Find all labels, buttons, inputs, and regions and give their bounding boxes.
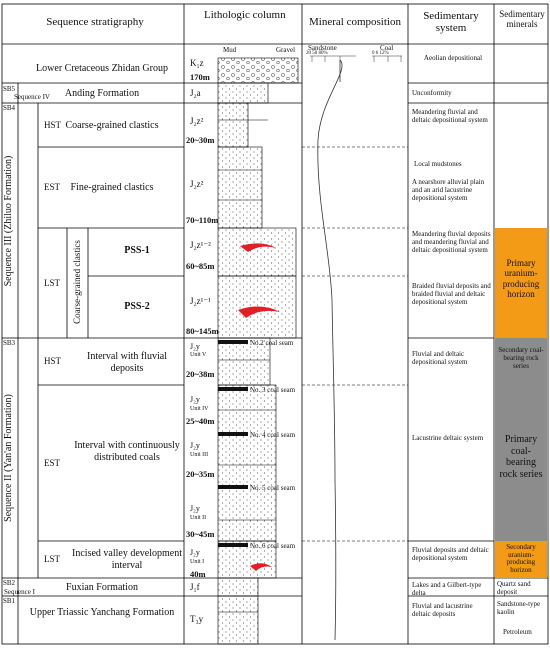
sed-coarse: Meandering fluvial and deltaic depositio…: [412, 108, 488, 125]
code-u2: J₂y: [190, 504, 200, 513]
code-coarse: J₂z²: [190, 116, 204, 126]
primary-uranium-box: [495, 228, 547, 338]
sed-anding: Unconformity: [412, 89, 452, 97]
sequence-iii: Sequence III (Zhiluo Formation): [3, 155, 14, 287]
st-est-2: EST: [44, 458, 61, 468]
min-primary-u: Primary uranium-producing horizon: [502, 258, 540, 300]
st-lst-2: LST: [44, 554, 61, 564]
coal-seam-3: No. 3 coal seam: [250, 386, 296, 394]
unit-fine-est: Fine-grained clastics: [70, 182, 154, 193]
unit-fluvial-hst: Interval with fluvial deposits: [87, 351, 167, 374]
thick-u3: 20~35m: [186, 469, 215, 479]
code-u1: J₂y: [190, 548, 200, 557]
code-u1b: Unit I: [190, 559, 205, 565]
unit-coarse-hst: Coarse-grained clastics: [65, 120, 159, 131]
thick-coarse: 20~30m: [186, 135, 215, 145]
min-secondary-coal: Secondary coal-bearing rock series: [498, 346, 544, 371]
sed-yanchang: Fluvial and lacustrine deltaic deposits: [412, 602, 473, 619]
sb2-label: SB2: [3, 579, 16, 587]
code-u3b: Unit III: [190, 452, 209, 458]
sed-pss2: Braided fluvial deposits and braided flu…: [412, 282, 491, 307]
header-sed-minerals: Sedimentary minerals: [499, 10, 545, 29]
thick-zhidan: 170m: [190, 72, 210, 82]
header-sequence: Sequence stratigraphy: [46, 16, 144, 28]
unit-coal-est: Interval with continuously distributed c…: [74, 440, 180, 463]
thick-fine: 70~110m: [186, 215, 219, 225]
code-pss2: J₂z¹⁻¹: [190, 296, 211, 306]
thick-u1: 40m: [190, 569, 206, 579]
primary-coal-box: [495, 385, 547, 541]
unit-anding: Anding Formation: [64, 88, 140, 99]
coarse-clastics-vertical: Coarse-grained clastics: [72, 240, 82, 324]
sb3-label: SB3: [3, 339, 16, 347]
sed-fine: A nearshore alluvial plain and an arid l…: [412, 178, 485, 203]
thick-pss2: 80~145m: [186, 326, 219, 336]
code-fine: J₂z²: [190, 179, 204, 189]
unit-zhidan: Lower Cretaceous Zhidan Group: [36, 63, 168, 74]
min-quartz: Quartz sand deposit: [497, 580, 531, 597]
code-u5b: Unit V: [190, 352, 207, 358]
min-petroleum: Petroleum: [503, 628, 532, 636]
min-kaolin: Sandstone-type kaolin: [497, 600, 541, 617]
header-mineral: Mineral composition: [309, 16, 401, 28]
sequence-i: Sequence I: [4, 588, 35, 596]
sb5-label: SB5: [3, 85, 16, 93]
sed-coal: Lacustrine deltaic system: [412, 434, 484, 442]
st-hst-1: HST: [44, 120, 62, 130]
thick-u5: 20~38m: [186, 369, 215, 379]
thick-pss1: 60~85m: [186, 261, 215, 271]
label-gravel: Gravel: [276, 46, 296, 54]
code-u3: J₂y: [190, 441, 200, 450]
sed-fuxian: Lakes and a Gilbert-type delta: [412, 581, 482, 598]
thick-u4: 25~40m: [186, 416, 215, 426]
label-mud: Mud: [223, 46, 237, 54]
code-fuxian: J₁f: [190, 582, 200, 592]
code-pss1: J₂z¹⁻²: [190, 240, 211, 250]
code-u2b: Unit II: [190, 515, 207, 521]
min-primary-coal: Primary coal-bearing rock series: [499, 434, 543, 480]
sb1-label: SB1: [3, 597, 16, 605]
header-litho: Lithologic column: [204, 9, 286, 21]
unit-fuxian: Fuxian Formation: [66, 582, 138, 593]
label-sandstone: Sandstone: [308, 44, 337, 52]
sed-local: Local mudstones: [414, 160, 462, 168]
sed-fluvial: Fluvial and deltaic depositional system: [412, 350, 468, 367]
sb4-label: SB4: [3, 104, 16, 112]
min-secondary-u: Secondary uranium-producing horizon: [506, 543, 536, 575]
coal-seam-5: No. 5 coal seam: [250, 484, 296, 492]
sed-pss1: Meandering fluvial deposits and meanderi…: [412, 230, 491, 255]
label-coal: Coal: [380, 44, 394, 52]
sed-incised: Fluvial deposits and deltaic depositiona…: [412, 546, 489, 563]
code-u4b: Unit IV: [190, 406, 209, 412]
header-sed-system: Sedimentary system: [423, 10, 479, 35]
sequence-ii: Sequence II (Yan'an Formation): [3, 394, 14, 522]
coal-scale: 0 6 12%: [372, 51, 389, 56]
unit-incised: Incised valley development interval: [72, 548, 182, 571]
code-u4: J₂y: [190, 395, 200, 404]
unit-pss2: PSS-2: [124, 301, 150, 312]
sequence-iv: Sequence IV: [14, 93, 50, 101]
secondary-coal-box: [495, 338, 547, 385]
coal-seam-2: No.2 coal seam: [250, 339, 294, 347]
secondary-uranium-box: [495, 541, 547, 578]
st-hst-2: HST: [44, 356, 62, 366]
sand-scale: 20 50 80%: [306, 51, 328, 56]
code-zhidan: K₁z: [190, 58, 204, 68]
code-u5: J₂y: [190, 342, 200, 351]
coal-seam-6: No. 6 coal seam: [250, 542, 296, 550]
unit-pss1: PSS-1: [124, 245, 150, 256]
st-lst-1: LST: [44, 278, 61, 288]
sed-zhidan: Aeolian depositional: [423, 54, 483, 62]
thick-u2: 30~45m: [186, 529, 215, 539]
st-est-1: EST: [44, 182, 61, 192]
code-anding: J₂a: [190, 88, 201, 98]
unit-yanchang: Upper Triassic Yanchang Formation: [29, 607, 175, 618]
coal-seam-4: No. 4 coal seam: [250, 431, 296, 439]
code-yanchang: T₃y: [190, 614, 204, 624]
